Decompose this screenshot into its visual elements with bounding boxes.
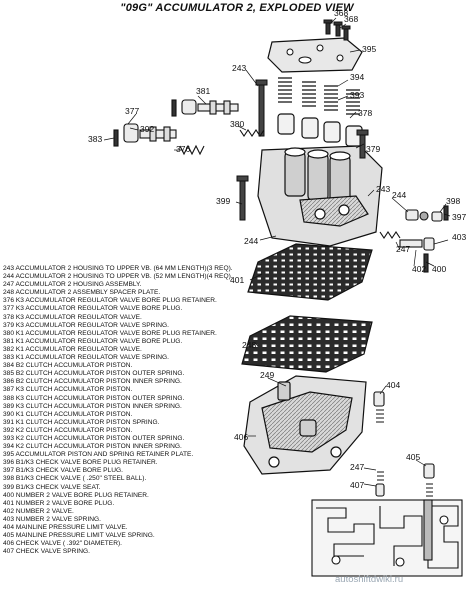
check-valve-parts-shape (379, 205, 449, 273)
legend-item: 248 ACCUMULATOR 2 ASSEMBLY SPACER PLATE. (3, 289, 161, 297)
callout-number: 397 (452, 212, 466, 222)
legend-item: 379 K3 ACCUMULATOR REGULATOR VALVE SPRIN… (3, 321, 169, 329)
callout-number: 368 (344, 14, 358, 24)
legend-item: 387 K3 CLUTCH ACCUMULATOR PISTON. (3, 386, 133, 394)
legend-item: 247 ACCUMULATOR 2 HOUSING ASSEMBLY. (3, 281, 142, 289)
legend-item: 404 MAINLINE PRESSURE LIMIT VALVE. (3, 524, 128, 531)
legend-item: 396 B1/K3 CHECK VALVE BORE PLUG RETAINER… (3, 459, 158, 467)
legend-item: 383 K1 ACCUMULATOR REGULATOR VALVE SPRIN… (3, 354, 169, 362)
callout-number: 247 (396, 244, 410, 254)
accumulator-housing-shape (257, 145, 383, 247)
legend-item: 377 K3 ACCUMULATOR REGULATOR VALVE BORE … (3, 305, 183, 313)
callout-number: 400 (432, 264, 446, 274)
legend-item: 382 K1 ACCUMULATOR REGULATOR VALVE. (3, 345, 142, 353)
callout-number: 394 (350, 72, 364, 82)
legend-item: 397 B1/K3 CHECK VALVE BORE PLUG. (3, 467, 123, 475)
callout-number: 376 (176, 144, 190, 154)
legend-item: 389 K3 CLUTCH ACCUMULATOR PISTON INNER S… (3, 402, 182, 410)
legend-item: 243 ACCUMULATOR 2 HOUSING TO UPPER VB. (… (3, 265, 233, 272)
legend-item: 380 K1 ACCUMULATOR REGULATOR VALVE BORE … (3, 329, 217, 337)
retainer-bolts-shape (323, 19, 351, 41)
callout-number: 406 (234, 432, 248, 442)
callout-number: 383 (88, 134, 102, 144)
callout-number: 398 (446, 196, 460, 206)
legend-item: 405 MAINLINE PRESSURE LIMIT VALVE SPRING… (3, 532, 155, 540)
watermark: autoshiftdwiki.ru (335, 574, 404, 585)
callout-number: 368 (334, 8, 348, 18)
diagram-title: "09G" ACCUMULATOR 2, EXPLODED VIEW (120, 2, 354, 14)
callout-number: 378 (358, 108, 372, 118)
legend-item: 393 K2 CLUTCH ACCUMULATOR PISTON OUTER S… (3, 434, 185, 442)
legend-item: 407 CHECK VALVE SPRING. (3, 548, 90, 556)
legend-item: 401 NUMBER 2 VALVE BORE PLUG. (3, 499, 115, 507)
callout-number: 247 (350, 462, 364, 472)
callout-number: 244 (244, 236, 258, 246)
callout-number: 395 (362, 44, 376, 54)
callout-number: 243 (232, 63, 246, 73)
parts-legend: 243 ACCUMULATOR 2 HOUSING TO UPPER VB. (… (3, 265, 303, 556)
callout-number: 377 (125, 106, 139, 116)
callout-number: 393 (350, 90, 364, 100)
legend-item: 403 NUMBER 2 VALVE SPRING. (3, 515, 101, 523)
accumulator-springs-shape (278, 77, 360, 115)
legend-item: 391 K1 CLUTCH ACCUMULATOR PISTON SPRING. (3, 418, 160, 426)
callout-number: 392 (140, 124, 154, 134)
legend-item: 399 B1/K3 CHECK VALVE SEAT. (3, 483, 101, 491)
legend-item: 400 NUMBER 2 VALVE BORE PLUG RETAINER. (3, 491, 149, 499)
legend-item: 402 NUMBER 2 VALVE. (3, 507, 74, 515)
regulator-valves-shape (113, 99, 265, 156)
lower-housing-shape (243, 375, 367, 475)
legend-item: 378 K3 ACCUMULATOR REGULATOR VALVE. (3, 313, 142, 321)
spacer-plate-lower-shape (241, 315, 373, 373)
mainline-valve-parts-shape (373, 391, 435, 497)
callout-number: 407 (350, 480, 364, 490)
callout-number: 381 (196, 86, 210, 96)
legend-item: 388 K3 CLUTCH ACCUMULATOR PISTON OUTER S… (3, 394, 185, 402)
callout-number: 401 (230, 275, 244, 285)
callout-number: 399 (216, 196, 230, 206)
callout-number: 243 (376, 184, 390, 194)
legend-item: 381 K1 ACCUMULATOR REGULATOR VALVE BORE … (3, 337, 183, 345)
callout-number: 380 (230, 119, 244, 129)
legend-item: 394 K2 CLUTCH ACCUMULATOR PISTON INNER S… (3, 443, 182, 451)
callout-number: 404 (386, 380, 400, 390)
legend-item: 406 CHECK VALVE ( .392" DIAMETER). (3, 540, 122, 548)
callout-number: 403 (452, 232, 466, 242)
legend-item: 386 B2 CLUTCH ACCUMULATOR PISTON INNER S… (3, 378, 182, 386)
callout-number: 244 (392, 190, 406, 200)
valve-body-inset-shape (311, 499, 463, 577)
spacer-plate-upper-shape (247, 243, 373, 301)
callout-number: 405 (406, 452, 420, 462)
legend-item: 390 K1 CLUTCH ACCUMULATOR PISTON. (3, 410, 133, 418)
callout-number: 248 (242, 340, 256, 350)
legend-item: 385 B2 CLUTCH ACCUMULATOR PISTON OUTER S… (3, 370, 185, 378)
leader-lines (103, 17, 451, 487)
accumulator-pistons-shape (277, 113, 363, 147)
legend-item: 384 B2 CLUTCH ACCUMULATOR PISTON. (3, 362, 133, 370)
legend-item: 244 ACCUMULATOR 2 HOUSING TO UPPER VB. (… (3, 273, 233, 281)
callout-number: 379 (366, 144, 380, 154)
legend-item: 392 K2 CLUTCH ACCUMULATOR PISTON. (3, 426, 133, 434)
retainer-plate-shape (267, 37, 363, 73)
legend-item: 398 B1/K3 CHECK VALVE ( .250" STEEL BALL… (3, 475, 147, 483)
callout-number: 402 (412, 264, 426, 274)
legend-item: 395 ACCUMULATOR PISTON AND SPRING RETAIN… (3, 451, 194, 459)
legend-item: 376 K3 ACCUMULATOR REGULATOR VALVE BORE … (3, 297, 217, 305)
callout-number: 249 (260, 370, 274, 380)
